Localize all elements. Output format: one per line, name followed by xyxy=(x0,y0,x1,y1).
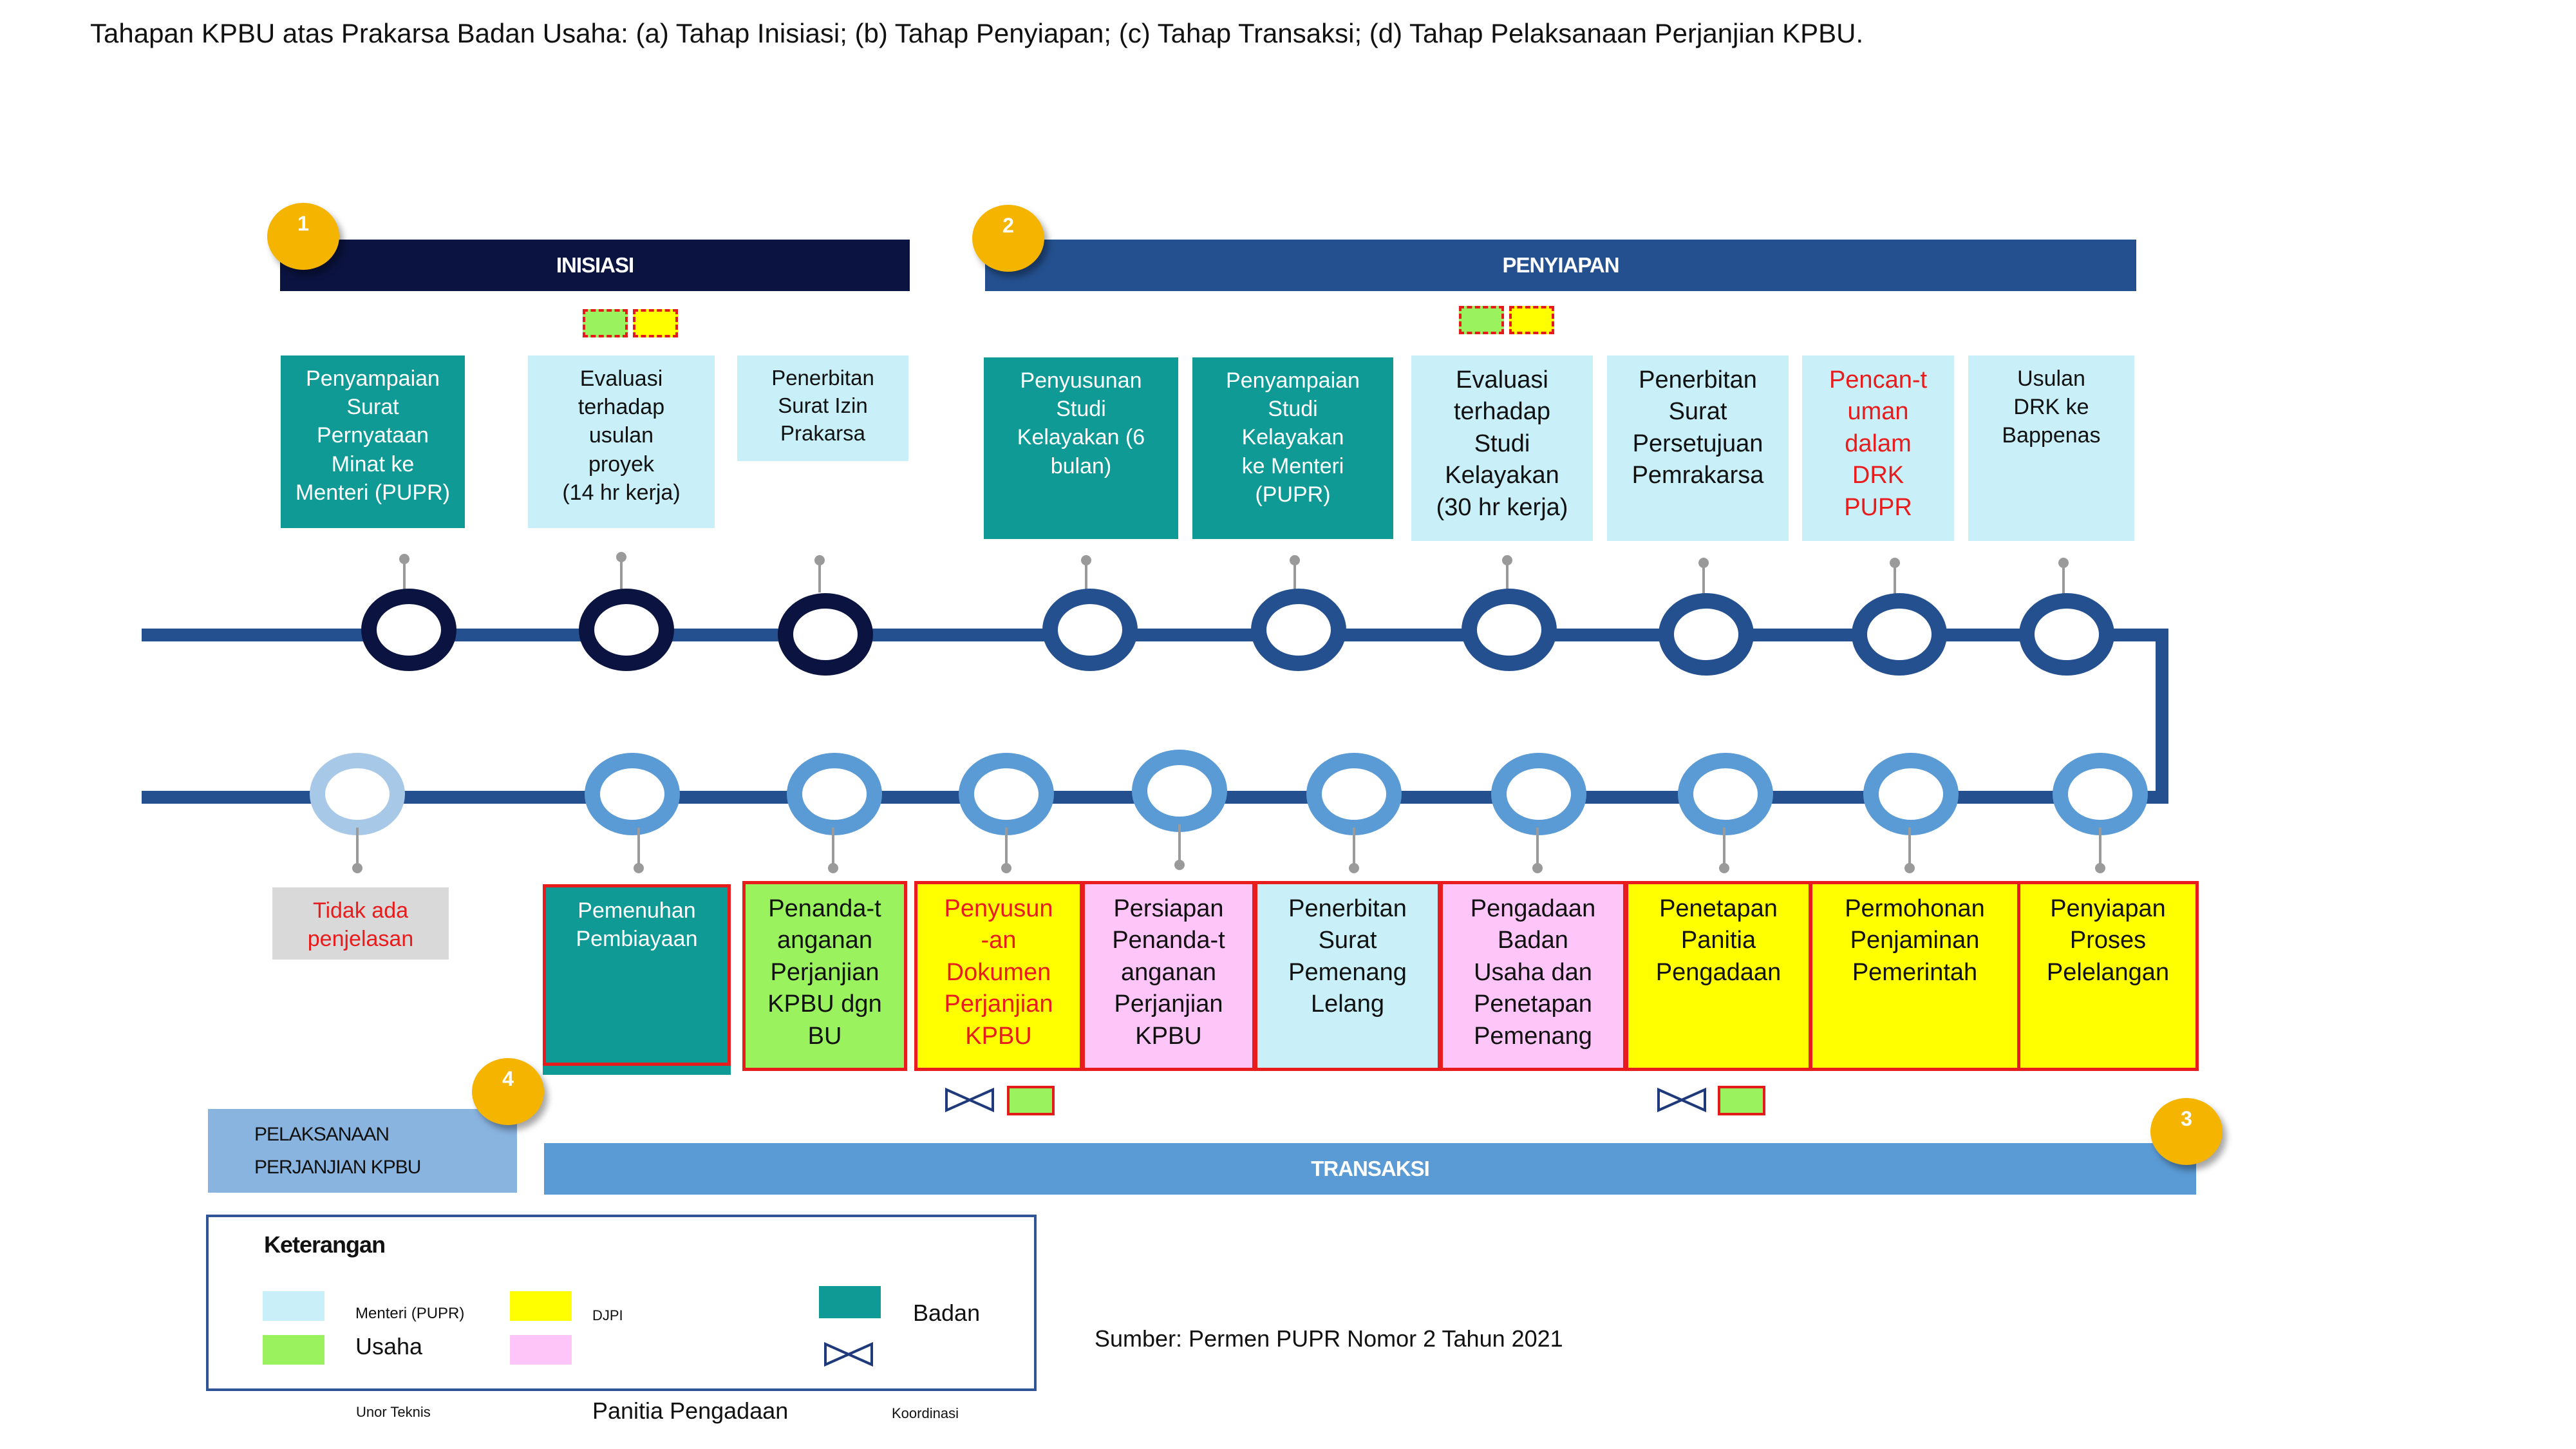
source-note: Sumber: Permen PUPR Nomor 2 Tahun 2021 xyxy=(1095,1325,1563,1352)
usaha-marker xyxy=(1007,1086,1055,1115)
legend-swatch-badan xyxy=(819,1286,881,1318)
top-step-7: Penerbitan Surat Persetujuan Pemrakarsa xyxy=(1607,355,1789,541)
node-bottom-1 xyxy=(310,753,405,835)
coordination-marker-penyiapan xyxy=(1459,306,1554,334)
legend-title: Keterangan xyxy=(264,1231,386,1258)
transaksi-header: TRANSAKSI xyxy=(544,1143,2196,1195)
bottom-step-9: Permohonan Penjaminan Pemerintah xyxy=(1809,881,2020,1071)
coordination-icon xyxy=(1657,1087,1706,1113)
inisiasi-title: INISIASI xyxy=(556,253,634,277)
top-step-3: Penerbitan Surat Izin Prakarsa xyxy=(737,355,908,461)
node-bottom-5 xyxy=(1132,750,1227,832)
legend-swatch-menteri xyxy=(263,1291,324,1321)
node-top-9 xyxy=(2019,593,2114,676)
legend-label-unor: Unor Teknis xyxy=(356,1404,431,1420)
phase-badge-3: 3 xyxy=(2150,1098,2223,1165)
legend-label-koordinasi: Koordinasi xyxy=(892,1405,959,1421)
bottom-step-6: Penerbitan Surat Pemenang Lelang xyxy=(1254,881,1441,1071)
node-top-4 xyxy=(1042,589,1138,671)
top-step-4: Penyusunan Studi Kelayakan (6 bulan) xyxy=(984,357,1178,539)
legend-swatch-usaha xyxy=(263,1335,324,1365)
coordination-icon xyxy=(945,1087,994,1113)
bottom-step-2-base xyxy=(543,1066,731,1075)
node-bottom-9 xyxy=(1863,753,1959,835)
legend-label-panitia: Panitia Pengadaan xyxy=(592,1397,789,1424)
coordination-marker-inisiasi xyxy=(583,309,678,337)
top-step-1: Penyampaian Surat Pernyataan Minat ke Me… xyxy=(281,355,465,528)
usaha-marker xyxy=(583,309,628,337)
usaha-marker xyxy=(1718,1086,1765,1115)
phase-badge-4: 4 xyxy=(472,1058,544,1125)
node-bottom-6 xyxy=(1306,753,1402,835)
inisiasi-header: INISIASI xyxy=(280,240,910,291)
bottom-step-1: Tidak ada penjelasan xyxy=(272,887,449,960)
penyiapan-title: PENYIAPAN xyxy=(1502,253,1619,277)
bottom-step-3: Penanda-t anganan Perjanjian KPBU dgn BU xyxy=(742,881,907,1071)
bottom-step-7: Pengadaan Badan Usaha dan Penetapan Peme… xyxy=(1440,881,1626,1071)
top-step-9: Usulan DRK ke Bappenas xyxy=(1968,355,2134,541)
legend-swatch-djpi xyxy=(510,1291,572,1321)
transaksi-title: TRANSAKSI xyxy=(1311,1157,1430,1180)
bottom-step-10: Penyiapan Proses Pelelangan xyxy=(2017,881,2199,1071)
bottom-step-8: Penetapan Panitia Pengadaan xyxy=(1625,881,1812,1071)
node-bottom-3 xyxy=(787,753,882,835)
top-step-2: Evaluasi terhadap usulan proyek (14 hr k… xyxy=(528,355,715,528)
node-bottom-8 xyxy=(1678,753,1773,835)
figure-caption: Tahapan KPBU atas Prakarsa Badan Usaha: … xyxy=(90,18,1864,48)
bottom-step-4: Penyusun -an Dokumen Perjanjian KPBU xyxy=(914,881,1083,1071)
phase-badge-1: 1 xyxy=(267,203,339,270)
pelaksanaan-title: PELAKSANAAN PERJANJIAN KPBU xyxy=(254,1124,421,1178)
node-top-8 xyxy=(1852,593,1947,676)
legend-swatch-unor xyxy=(510,1335,572,1365)
node-bottom-10 xyxy=(2053,753,2148,835)
usaha-marker xyxy=(1459,306,1504,334)
top-step-8: Pencan-t uman dalam DRK PUPR xyxy=(1802,355,1954,541)
node-bottom-4 xyxy=(959,753,1054,835)
node-top-7 xyxy=(1659,593,1754,676)
node-top-5 xyxy=(1251,589,1346,671)
node-top-3 xyxy=(778,593,873,676)
node-top-1 xyxy=(361,589,456,671)
djpi-marker xyxy=(1509,306,1554,334)
legend-label-usaha: Usaha xyxy=(355,1333,423,1359)
bottom-step-2: Pemenuhan Pembiayaan xyxy=(543,884,731,1066)
top-step-5: Penyampaian Studi Kelayakan ke Menteri (… xyxy=(1192,357,1393,539)
bottom-step-5: Persiapan Penanda-t anganan Perjanjian K… xyxy=(1082,881,1255,1071)
penyiapan-header: PENYIAPAN xyxy=(985,240,2136,291)
top-step-6: Evaluasi terhadap Studi Kelayakan (30 hr… xyxy=(1411,355,1593,541)
node-bottom-2 xyxy=(585,753,680,835)
node-top-6 xyxy=(1462,589,1557,671)
legend-label-djpi: DJPI xyxy=(592,1307,623,1323)
pelaksanaan-header: PELAKSANAAN PERJANJIAN KPBU xyxy=(208,1109,517,1193)
djpi-marker xyxy=(633,309,678,337)
node-bottom-7 xyxy=(1491,753,1586,835)
legend-box xyxy=(206,1215,1037,1391)
phase-badge-2: 2 xyxy=(972,205,1044,272)
node-top-2 xyxy=(579,589,674,671)
legend-coordination-icon xyxy=(824,1341,873,1367)
legend-label-badan: Badan xyxy=(913,1300,981,1326)
legend-label-menteri: Menteri (PUPR) xyxy=(355,1305,465,1322)
